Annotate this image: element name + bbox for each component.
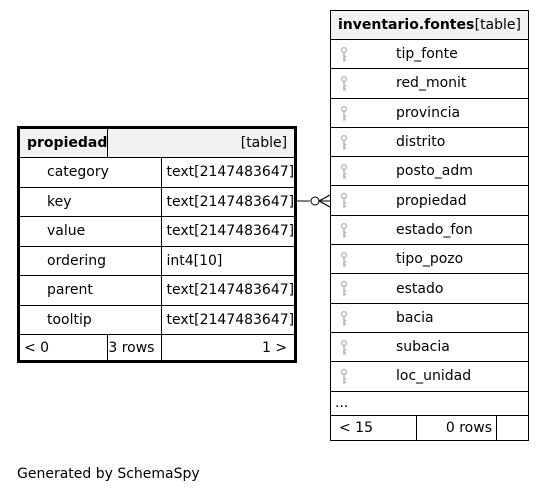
- column-row[interactable]: loc_unidad: [330, 361, 529, 392]
- table-name-text: inventario.fontes: [338, 17, 475, 33]
- key-icon: [341, 281, 347, 297]
- row-count: 0 rows: [417, 415, 497, 440]
- column-row[interactable]: distrito: [330, 126, 529, 158]
- column-name-text: subacia: [396, 339, 450, 356]
- column-name: red_monit: [330, 68, 529, 99]
- column-row[interactable]: estado: [330, 273, 529, 304]
- key-icon: [341, 76, 347, 92]
- column-row[interactable]: tip_fonte: [330, 38, 529, 70]
- column-name-text: tipo_pozo: [396, 251, 464, 268]
- column-name: category: [17, 157, 163, 188]
- column-name-text: estado_fon: [396, 221, 473, 238]
- edge-zero-marker: [310, 196, 320, 206]
- column-name-text: provincia: [396, 104, 461, 121]
- key-icon: [341, 310, 347, 326]
- column-name: tipo_pozo: [330, 244, 529, 275]
- column-name: loc_unidad: [330, 361, 529, 392]
- column-name: bacia: [330, 302, 529, 333]
- table-footer: < 0 3 rows 1 >: [17, 334, 297, 362]
- column-name: ordering: [17, 245, 163, 276]
- column-row[interactable]: subacia: [330, 331, 529, 363]
- column-name: parent: [17, 275, 163, 306]
- column-row[interactable]: ordering int4[10]: [17, 245, 297, 276]
- table-inventario-fontes[interactable]: inventario.fontes [table] tip_fonte red_m…: [330, 10, 529, 441]
- parents-count[interactable]: < 15: [335, 415, 417, 440]
- key-icon: [341, 134, 347, 150]
- column-row[interactable]: red_monit: [330, 68, 529, 99]
- table-kind: [table]: [474, 17, 521, 33]
- column-name: tooltip: [17, 304, 163, 335]
- column-row[interactable]: tipo_pozo: [330, 244, 529, 275]
- column-name: propiedad: [330, 185, 529, 216]
- key-icon: [341, 105, 347, 121]
- key-icon: [341, 252, 347, 268]
- column-row[interactable]: posto_adm: [330, 156, 529, 187]
- column-name-text: tip_fonte: [396, 46, 458, 63]
- generated-by-label: Generated by SchemaSpy: [17, 466, 200, 482]
- column-name: value: [17, 216, 163, 247]
- column-type: text[2147483647]: [161, 216, 297, 247]
- column-row[interactable]: parent text[2147483647]: [17, 275, 297, 306]
- column-name: posto_adm: [330, 156, 529, 187]
- column-row[interactable]: bacia: [330, 302, 529, 333]
- column-type: text[2147483647]: [161, 304, 297, 335]
- column-name-text: loc_unidad: [396, 368, 472, 385]
- edge-crowfoot-bottom: [318, 200, 331, 208]
- column-name-text: red_monit: [396, 75, 467, 92]
- column-row[interactable]: value text[2147483647]: [17, 216, 297, 247]
- table-header: inventario.fontes [table]: [330, 10, 529, 40]
- column-row[interactable]: category text[2147483647]: [17, 157, 297, 188]
- table-header: propiedad [table]: [17, 127, 297, 158]
- column-name-text: posto_adm: [396, 163, 473, 180]
- column-name: estado: [330, 273, 529, 304]
- children-count[interactable]: 1 >: [161, 334, 297, 362]
- column-name-text: propiedad: [396, 192, 467, 209]
- table-propiedad[interactable]: propiedad [table] category text[21474836…: [17, 126, 298, 363]
- more-columns: ...: [330, 390, 529, 416]
- column-row[interactable]: propiedad: [330, 185, 529, 216]
- column-name: key: [17, 186, 163, 217]
- column-name-text: estado: [396, 280, 444, 297]
- column-row[interactable]: key text[2147483647]: [17, 186, 297, 217]
- column-row[interactable]: tooltip text[2147483647]: [17, 304, 297, 335]
- column-type: text[2147483647]: [161, 275, 297, 306]
- key-icon: [341, 369, 347, 385]
- key-icon: [341, 164, 347, 180]
- column-name: distrito: [330, 126, 529, 158]
- column-row[interactable]: estado_fon: [330, 214, 529, 246]
- row-count: 3 rows: [107, 334, 163, 362]
- table-name: propiedad: [17, 127, 109, 158]
- column-row[interactable]: provincia: [330, 97, 529, 128]
- parents-count[interactable]: < 0: [17, 334, 109, 362]
- column-type: text[2147483647]: [161, 157, 297, 188]
- key-icon: [341, 47, 347, 62]
- more-columns-row: ...: [330, 390, 529, 416]
- key-icon: [341, 193, 347, 209]
- column-name: provincia: [330, 97, 529, 128]
- column-name: tip_fonte: [330, 38, 529, 70]
- key-icon: [341, 339, 347, 355]
- column-name: estado_fon: [330, 214, 529, 246]
- table-kind: [table]: [107, 127, 297, 158]
- column-name-text: bacia: [396, 309, 434, 326]
- table-name: inventario.fontes [table]: [330, 10, 529, 40]
- column-type: text[2147483647]: [161, 186, 297, 217]
- edge-crowfoot-top: [318, 194, 331, 202]
- key-icon: [341, 222, 347, 238]
- column-name-text: distrito: [396, 134, 446, 151]
- column-name: subacia: [330, 331, 529, 363]
- column-type: int4[10]: [161, 245, 297, 276]
